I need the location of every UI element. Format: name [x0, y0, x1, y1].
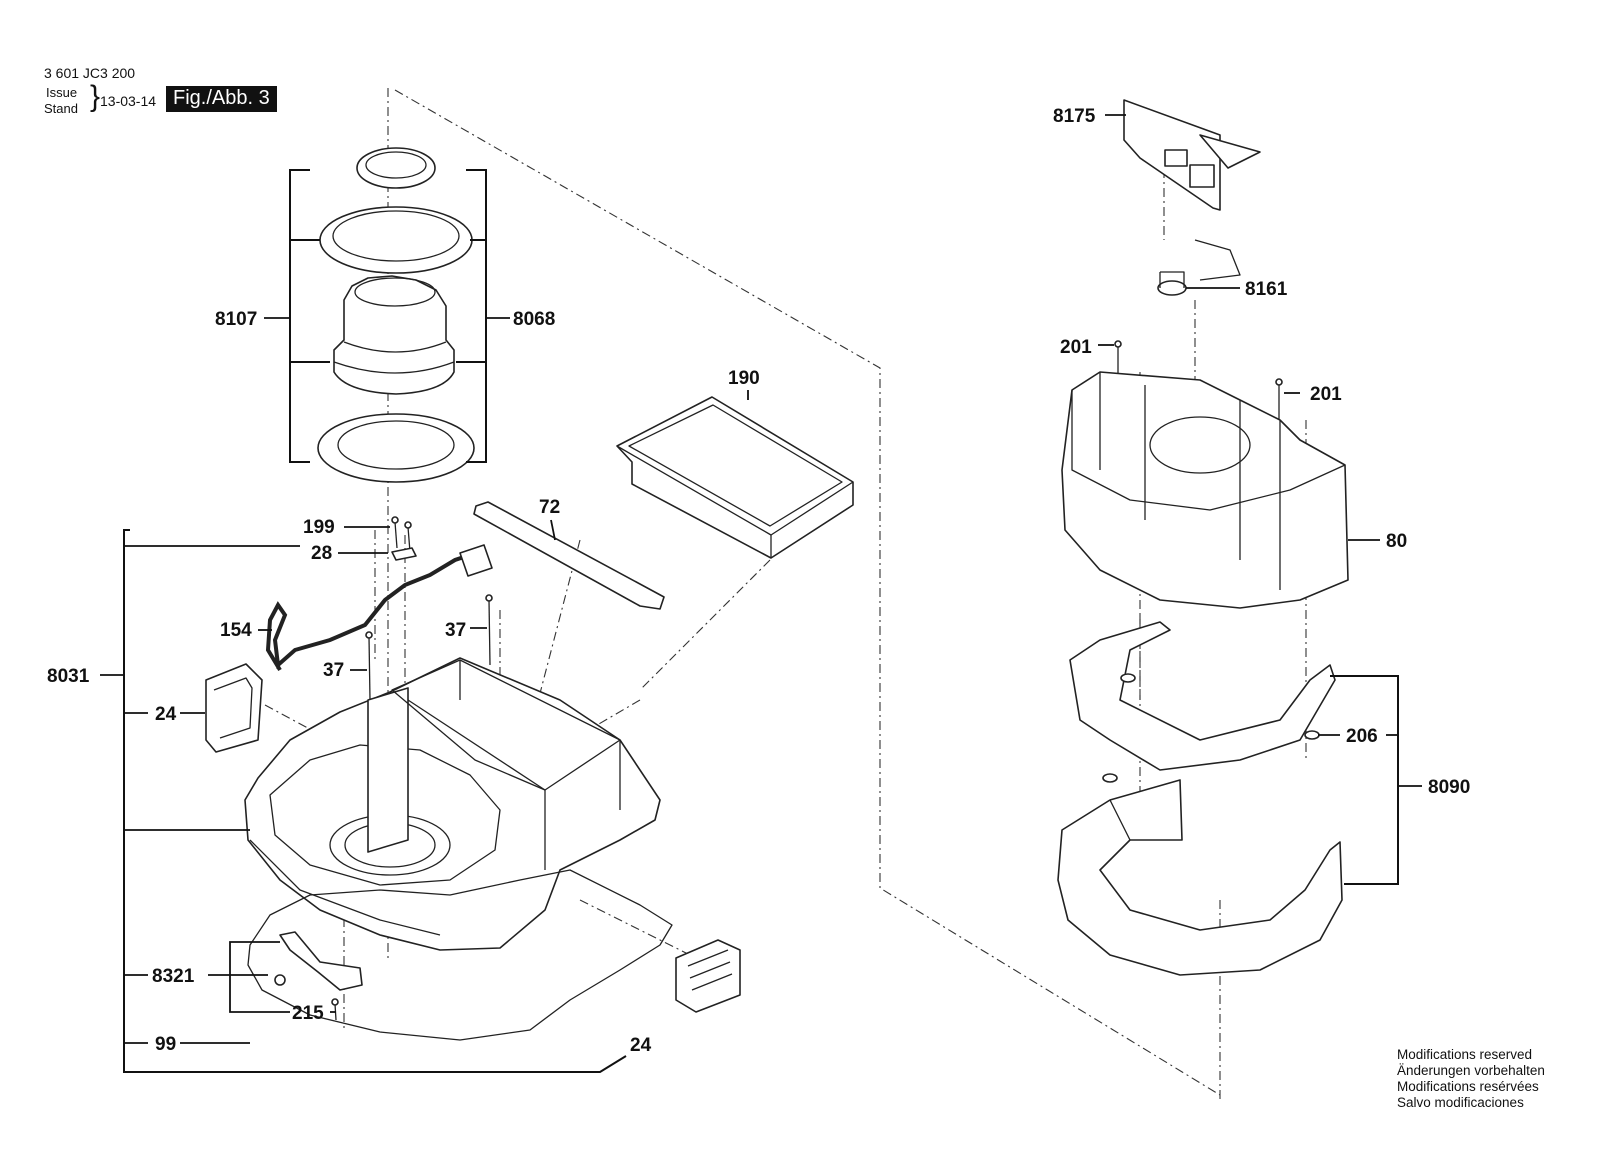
- issue-brace: }: [90, 80, 101, 113]
- callout-8107: 8107: [215, 309, 257, 330]
- doc-number: 3 601 JC3 200: [44, 65, 136, 81]
- callout-37-right: 37: [445, 620, 466, 641]
- latch-bottom: [675, 939, 741, 1013]
- stand-label: Stand: [44, 101, 78, 116]
- callout-72: 72: [539, 497, 560, 518]
- lower-gasket: [317, 413, 475, 483]
- sensor: [1157, 239, 1241, 296]
- note-line: Änderungen vorbehalten: [1397, 1063, 1545, 1078]
- callout-numbers: 8107 8068 190 199 28 72 154 37 37 8031 2…: [47, 106, 1470, 1056]
- bumper: [1057, 779, 1343, 976]
- motor-assembly: [317, 147, 475, 483]
- note-line: Modifications resérvées: [1397, 1079, 1539, 1094]
- callout-215: 215: [292, 1003, 324, 1024]
- bracket-set: [274, 931, 363, 991]
- callout-8068: 8068: [513, 309, 555, 330]
- latch-left: [205, 663, 263, 753]
- callout-80: 80: [1386, 531, 1407, 552]
- lower-housing: [244, 657, 661, 951]
- callout-8321: 8321: [152, 966, 195, 987]
- callout-206: 206: [1346, 726, 1378, 747]
- flat-filter: [616, 396, 854, 559]
- modification-notes: Modifications reserved Änderungen vorbeh…: [1397, 1047, 1545, 1111]
- upper-shell: [1061, 371, 1349, 609]
- screws: [331, 340, 1283, 1021]
- callout-28: 28: [311, 543, 332, 564]
- guide-rail: [473, 501, 665, 610]
- strain-relief: [391, 547, 417, 561]
- callout-24-bottom: 24: [630, 1035, 652, 1056]
- note-line: Salvo modificaciones: [1397, 1095, 1524, 1110]
- callout-201-right: 201: [1310, 384, 1342, 405]
- upper-gasket: [319, 206, 473, 274]
- top-seal-ring: [356, 147, 436, 189]
- housing-seal: [247, 869, 673, 1041]
- callout-154: 154: [220, 620, 252, 641]
- callout-24-left: 24: [155, 704, 177, 725]
- callout-8175: 8175: [1053, 106, 1096, 127]
- figure-label: Fig./Abb. 3: [166, 86, 277, 112]
- motor: [333, 275, 455, 395]
- note-line: Modifications reserved: [1397, 1047, 1533, 1062]
- callout-8090: 8090: [1428, 777, 1470, 798]
- callout-99: 99: [155, 1034, 176, 1055]
- callout-37-left: 37: [323, 660, 344, 681]
- callout-8161: 8161: [1245, 279, 1288, 300]
- power-cord: [265, 552, 486, 672]
- callout-201-left: 201: [1060, 337, 1092, 358]
- callout-199: 199: [303, 517, 335, 538]
- electronics-board: [1123, 99, 1261, 211]
- issue-label: Issue: [46, 85, 78, 100]
- skid-ring: [1069, 621, 1336, 783]
- bracket-lines: [100, 114, 1422, 1073]
- callout-190: 190: [728, 368, 760, 389]
- issue-date: 13-03-14: [100, 93, 157, 109]
- callout-8031: 8031: [47, 666, 90, 687]
